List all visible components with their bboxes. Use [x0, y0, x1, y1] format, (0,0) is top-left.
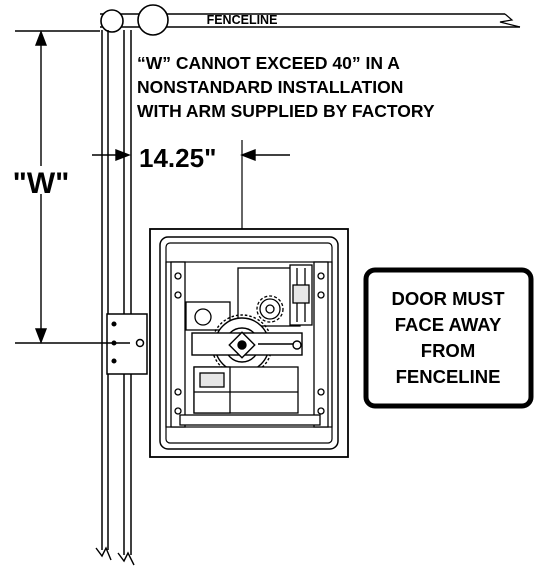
note-line-1: “W” CANNOT EXCEED 40” IN A — [137, 53, 400, 73]
fence-post-rings — [100, 4, 169, 36]
dimension-label: 14.25" — [139, 143, 216, 173]
note-line-2: NONSTANDARD INSTALLATION — [137, 77, 403, 97]
note-line-3: WITH ARM SUPPLIED BY FACTORY — [137, 101, 435, 121]
break-marks — [95, 546, 135, 566]
fence-post — [101, 30, 132, 555]
warning-box — [363, 267, 534, 409]
warning-line-1: DOOR MUST — [391, 288, 505, 309]
w-label-background — [5, 166, 77, 194]
fenceline-label: FENCELINE — [207, 13, 278, 27]
control-box — [193, 366, 299, 414]
enclosure-rails — [170, 261, 329, 428]
warning-line-4: FENCELINE — [396, 366, 501, 387]
warning-line-2: FACE AWAY — [395, 314, 502, 335]
base-plate — [179, 414, 321, 426]
operator-arm — [191, 331, 303, 359]
w-label: "W" — [13, 167, 70, 200]
mounting-bracket — [106, 313, 148, 375]
warning-line-3: FROM — [421, 340, 475, 361]
